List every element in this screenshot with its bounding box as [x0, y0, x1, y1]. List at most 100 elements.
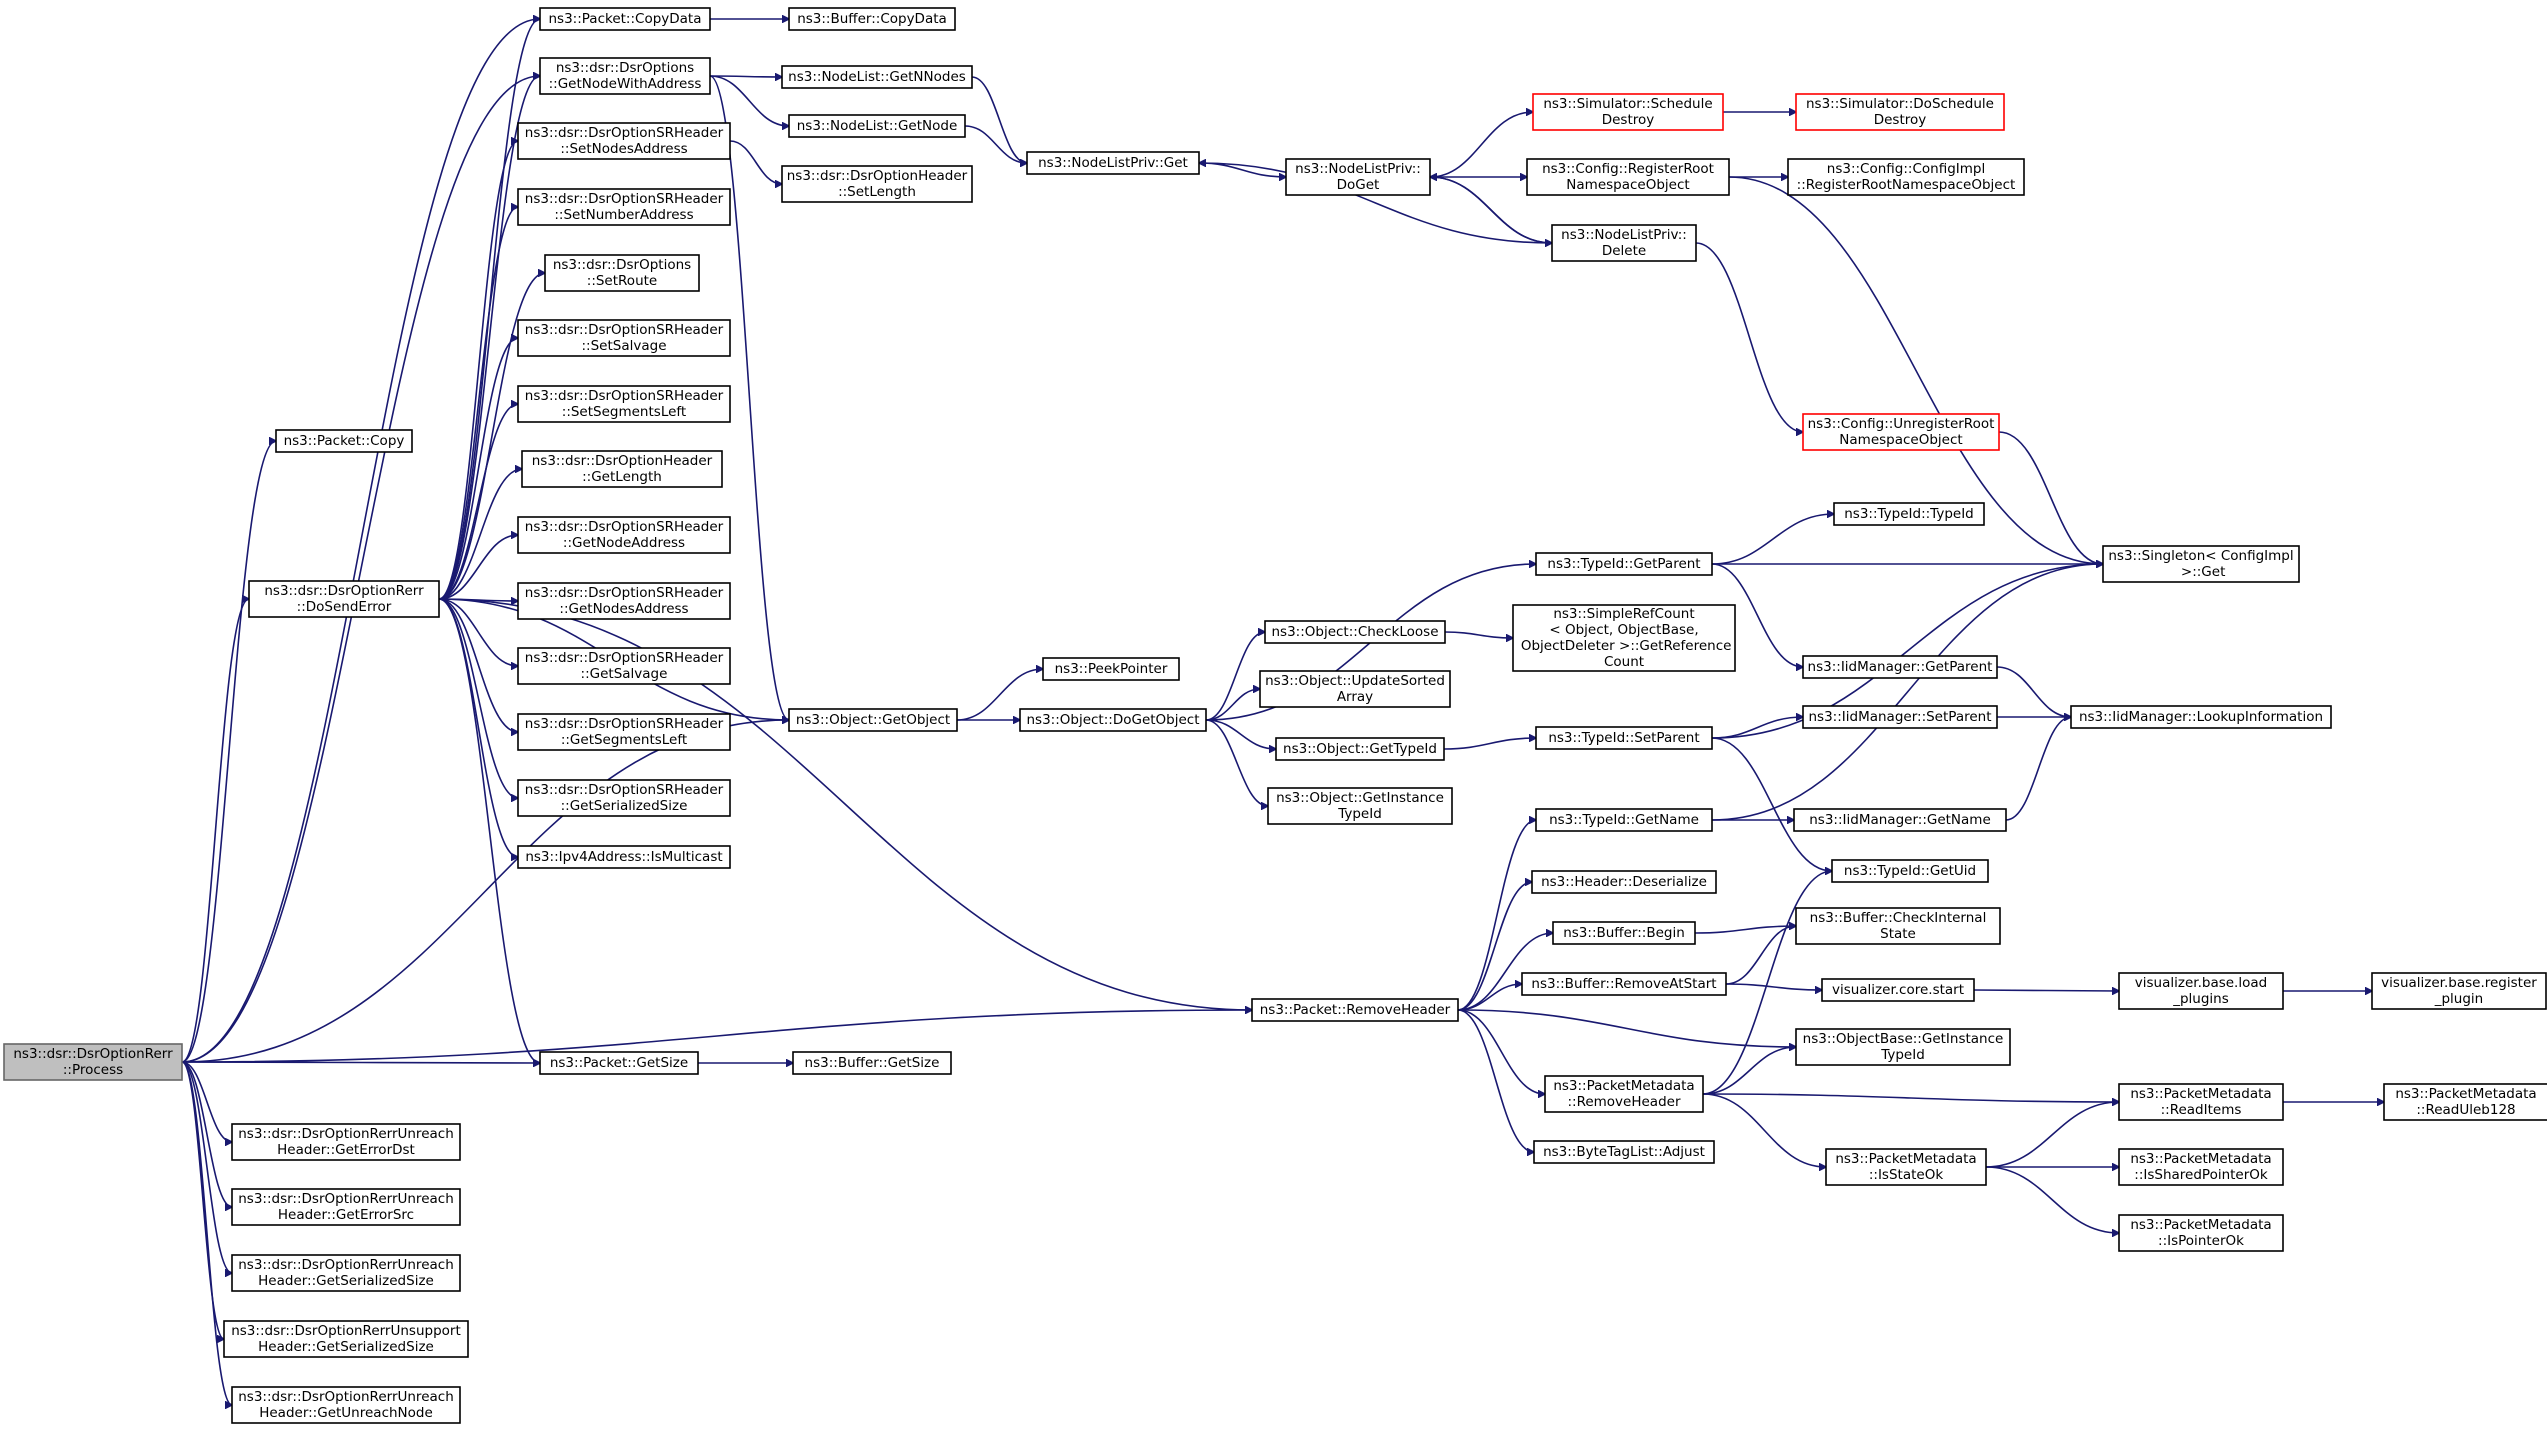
node-unsupport_sersize[interactable]: ns3::dsr::DsrOptionRerrUnsupportHeader::… [223, 1320, 469, 1358]
node-box-process [3, 1043, 183, 1081]
edge-obj_gettypeid-to-typeid_setparent [1443, 738, 1536, 750]
node-nlp_delete[interactable]: ns3::NodeListPriv::Delete [1551, 224, 1697, 262]
node-buffer_begin[interactable]: ns3::Buffer::Begin [1552, 921, 1696, 945]
node-dosenderror[interactable]: ns3::dsr::DsrOptionRerr::DoSendError [248, 580, 440, 618]
node-viz_core_start[interactable]: visualizer.core.start [1821, 978, 1975, 1002]
node-getnodesaddress[interactable]: ns3::dsr::DsrOptionSRHeader::GetNodesAdd… [517, 582, 731, 620]
node-label-getsize-0: ns3::Packet::GetSize [550, 1055, 688, 1071]
node-label-getnodewithaddress-1: ::GetNodeWithAddress [549, 76, 702, 92]
node-pm_readuleb[interactable]: ns3::PacketMetadata::ReadUleb128 [2383, 1083, 2547, 1121]
node-label-getsegmentsleft-0: ns3::dsr::DsrOptionSRHeader [525, 716, 724, 732]
node-setnodesaddress[interactable]: ns3::dsr::DsrOptionSRHeader::SetNodesAdd… [517, 122, 731, 160]
node-iid_getparent[interactable]: ns3::IidManager::GetParent [1802, 655, 1998, 679]
node-getlength[interactable]: ns3::dsr::DsrOptionHeader::GetLength [521, 450, 723, 488]
node-nlp_get[interactable]: ns3::NodeListPriv::Get [1026, 151, 1200, 175]
node-peekpointer[interactable]: ns3::PeekPointer [1042, 657, 1180, 681]
node-box-obj_gettypeid [1275, 737, 1445, 761]
node-getnodewithaddress[interactable]: ns3::dsr::DsrOptions::GetNodeWithAddress [539, 57, 711, 95]
node-typeid_getparent[interactable]: ns3::TypeId::GetParent [1535, 552, 1713, 576]
node-getsize[interactable]: ns3::Packet::GetSize [539, 1051, 699, 1075]
node-unreach_errdst[interactable]: ns3::dsr::DsrOptionRerrUnreachHeader::Ge… [231, 1123, 461, 1161]
node-bytetaglist_adjust[interactable]: ns3::ByteTagList::Adjust [1533, 1140, 1715, 1164]
node-label-sim_schedule-0: ns3::Simulator::Schedule [1543, 96, 1712, 112]
edge-typeid_setparent-to-iid_setparent [1711, 717, 1803, 739]
node-buffer_copydata[interactable]: ns3::Buffer::CopyData [788, 7, 956, 31]
node-getobject[interactable]: ns3::Object::GetObject [788, 708, 958, 732]
node-box-setroute [544, 254, 700, 292]
node-iid_lookup[interactable]: ns3::IidManager::LookupInformation [2070, 705, 2332, 729]
node-setsalvage[interactable]: ns3::dsr::DsrOptionSRHeader::SetSalvage [517, 319, 731, 357]
node-nlp_doget[interactable]: ns3::NodeListPriv::DoGet [1285, 158, 1431, 196]
edge-dogetobject-to-updatesorted [1205, 689, 1260, 721]
edge-getnode-to-nlp_get [964, 125, 1027, 163]
node-cfgimpl_register[interactable]: ns3::Config::ConfigImpl::RegisterRootNam… [1787, 158, 2025, 196]
node-iid_getname[interactable]: ns3::IidManager::GetName [1793, 808, 2007, 832]
node-getnodeaddress[interactable]: ns3::dsr::DsrOptionSRHeader::GetNodeAddr… [517, 516, 731, 554]
node-removeheader[interactable]: ns3::Packet::RemoveHeader [1251, 998, 1459, 1022]
node-pm_readitems[interactable]: ns3::PacketMetadata::ReadItems [2118, 1083, 2284, 1121]
node-copy[interactable]: ns3::Packet::Copy [275, 429, 413, 453]
node-pm_removeheader[interactable]: ns3::PacketMetadata::RemoveHeader [1544, 1075, 1704, 1113]
node-ismulticast[interactable]: ns3::Ipv4Address::IsMulticast [517, 845, 731, 869]
node-simplerefcount[interactable]: ns3::SimpleRefCount< Object, ObjectBase,… [1512, 604, 1736, 672]
node-label-unreach_errdst-0: ns3::dsr::DsrOptionRerrUnreach [238, 1126, 454, 1142]
node-setnumberaddress[interactable]: ns3::dsr::DsrOptionSRHeader::SetNumberAd… [517, 188, 731, 226]
node-typeid_getname[interactable]: ns3::TypeId::GetName [1535, 808, 1713, 832]
node-box-singleton_get [2102, 545, 2300, 583]
node-process[interactable]: ns3::dsr::DsrOptionRerr::Process [3, 1043, 183, 1081]
node-typeid_typeid[interactable]: ns3::TypeId::TypeId [1833, 502, 1985, 526]
node-viz_register_plugin[interactable]: visualizer.base.register_plugin [2371, 972, 2547, 1010]
node-obj_gettypeid[interactable]: ns3::Object::GetTypeId [1275, 737, 1445, 761]
node-getsalvage[interactable]: ns3::dsr::DsrOptionSRHeader::GetSalvage [517, 647, 731, 685]
node-setlength[interactable]: ns3::dsr::DsrOptionHeader::SetLength [781, 165, 973, 203]
node-viz_load_plugins[interactable]: visualizer.base.load_plugins [2118, 972, 2284, 1010]
edge-checkloose-to-simplerefcount [1444, 631, 1513, 638]
node-unreach_sersize[interactable]: ns3::dsr::DsrOptionRerrUnreachHeader::Ge… [231, 1254, 461, 1292]
node-label-dosenderror-1: ::DoSendError [297, 599, 392, 615]
node-buffer_getsize[interactable]: ns3::Buffer::GetSize [792, 1051, 952, 1075]
node-sr_sersize[interactable]: ns3::dsr::DsrOptionSRHeader::GetSerializ… [517, 779, 731, 817]
edge-process-to-removeheader [181, 1010, 1252, 1063]
node-checkloose[interactable]: ns3::Object::CheckLoose [1264, 620, 1446, 644]
node-label-pm_readitems-1: ::ReadItems [2161, 1102, 2242, 1118]
edge-getnodewithaddress-to-getnode [709, 75, 789, 126]
node-getnode[interactable]: ns3::NodeList::GetNode [788, 114, 966, 138]
node-copydata[interactable]: ns3::Packet::CopyData [539, 7, 711, 31]
node-box-viz_core_start [1821, 978, 1975, 1002]
node-box-buffer_begin [1552, 921, 1696, 945]
node-buffer_removeatstart[interactable]: ns3::Buffer::RemoveAtStart [1521, 972, 1727, 996]
node-dogetobject[interactable]: ns3::Object::DoGetObject [1019, 708, 1207, 732]
node-pm_ispointerok[interactable]: ns3::PacketMetadata::IsPointerOk [2118, 1214, 2284, 1252]
node-iid_setparent[interactable]: ns3::IidManager::SetParent [1802, 705, 1998, 729]
node-label-cfgimpl_register-1: ::RegisterRootNamespaceObject [1797, 177, 2016, 193]
node-typeid_getuid[interactable]: ns3::TypeId::GetUid [1831, 859, 1989, 883]
node-singleton_get[interactable]: ns3::Singleton< ConfigImpl >::Get [2102, 545, 2300, 583]
edge-process-to-getnodewithaddress [181, 76, 540, 1063]
node-box-typeid_setparent [1535, 726, 1713, 750]
node-getsegmentsleft[interactable]: ns3::dsr::DsrOptionSRHeader::GetSegments… [517, 713, 731, 751]
node-setroute[interactable]: ns3::dsr::DsrOptions::SetRoute [544, 254, 700, 292]
node-unreach_errsrc[interactable]: ns3::dsr::DsrOptionRerrUnreachHeader::Ge… [231, 1188, 461, 1226]
node-pm_isstateok[interactable]: ns3::PacketMetadata::IsStateOk [1825, 1148, 1987, 1186]
node-label-objectbase_getinstance-1: TypeId [1880, 1047, 1925, 1063]
node-label-pm_isstateok-1: ::IsStateOk [1869, 1167, 1943, 1183]
node-typeid_setparent[interactable]: ns3::TypeId::SetParent [1535, 726, 1713, 750]
node-label-getlength-0: ns3::dsr::DsrOptionHeader [532, 453, 713, 469]
node-box-setnodesaddress [517, 122, 731, 160]
node-setsegmentsleft[interactable]: ns3::dsr::DsrOptionSRHeader::SetSegments… [517, 385, 731, 423]
node-header_deserialize[interactable]: ns3::Header::Deserialize [1531, 870, 1717, 894]
node-pm_issharedpointerok[interactable]: ns3::PacketMetadata::IsSharedPointerOk [2118, 1148, 2284, 1186]
node-cfg_register[interactable]: ns3::Config::RegisterRootNamespaceObject [1526, 158, 1730, 196]
node-unreach_node[interactable]: ns3::dsr::DsrOptionRerrUnreachHeader::Ge… [231, 1386, 461, 1424]
node-getnnodes[interactable]: ns3::NodeList::GetNNodes [781, 65, 973, 89]
node-box-pm_removeheader [1544, 1075, 1704, 1113]
node-cfg_unregister[interactable]: ns3::Config::UnregisterRootNamespaceObje… [1802, 413, 2000, 451]
node-box-sim_doschedule [1795, 93, 2005, 131]
